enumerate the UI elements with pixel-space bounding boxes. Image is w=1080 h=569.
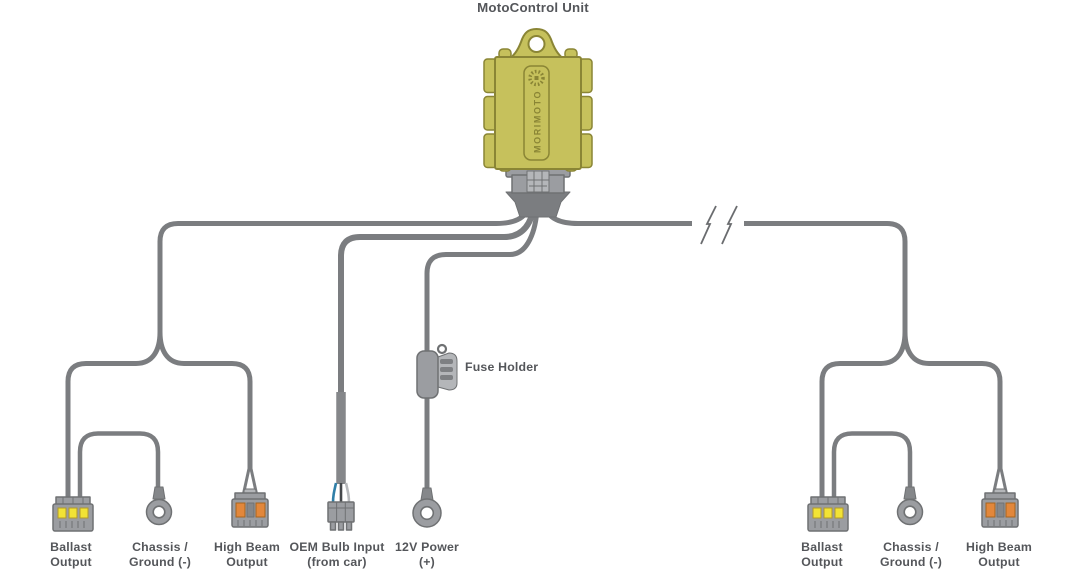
left-ballast-branch-wire: [65, 331, 163, 502]
logo-plate: [523, 65, 550, 161]
high-beam-output-left-label: High Beam: [214, 540, 280, 554]
left-highbeam-connector: [231, 488, 269, 528]
orange-pin: [1005, 502, 1016, 518]
orange-pin: [255, 502, 266, 518]
ballast-output-left-label: Output: [50, 555, 92, 569]
oem-bulb-input-label: OEM Bulb Input: [289, 540, 384, 554]
right-harness-wire-a: [540, 202, 692, 226]
left-ground-ring-terminal: [145, 486, 173, 526]
chassis-ground-left-label: Chassis /: [132, 540, 188, 554]
high-beam-output-left-label: Output: [226, 555, 268, 569]
chassis-ground-left-label: Ground (-): [129, 555, 191, 569]
fuse-clip-loop: [436, 343, 448, 355]
power-12v-label: 12V Power: [395, 540, 459, 554]
high-beam-output-right-label: Output: [978, 555, 1020, 569]
high-beam-output-right-label: High Beam: [966, 540, 1032, 554]
yellow-pin: [68, 507, 78, 519]
right-highbeam-branch-wire: [902, 331, 1003, 468]
mounting-hole: [527, 35, 546, 53]
right-ballast-branch-wire: [819, 331, 908, 502]
left-highbeam-branch-wire: [157, 331, 253, 468]
right-ground-ring-terminal: [896, 486, 924, 526]
right-ballast-connector: [807, 496, 849, 532]
ballast-output-left-label: Ballast: [50, 540, 92, 554]
orange-pin: [235, 502, 246, 518]
left-harness-wire: [157, 202, 534, 338]
motocontrol-unit: MORIMOTO: [483, 28, 593, 172]
fuse-holder: [416, 343, 458, 399]
chassis-ground-right-label: Ground (-): [880, 555, 942, 569]
power-wire: [424, 207, 540, 490]
unit-connector: [505, 168, 571, 218]
harness-wires: [65, 202, 1009, 504]
orange-pin: [985, 502, 996, 518]
strain-relief-boot: [505, 191, 571, 218]
yellow-pin: [57, 507, 67, 519]
oem-input-connector: [327, 501, 355, 531]
terminal-labels-right: Ballast Output Chassis / Ground (-) High…: [801, 540, 1032, 569]
chassis-ground-right-label: Chassis /: [883, 540, 939, 554]
power-ring-terminal: [412, 487, 442, 528]
ballast-output-right-label: Ballast: [801, 540, 843, 554]
oem-pigtail-blue-wire: [331, 482, 338, 504]
yellow-pin: [79, 507, 89, 519]
connector-latch: [526, 170, 550, 193]
yellow-pin: [834, 507, 844, 519]
right-ground-wire: [831, 431, 913, 502]
wire-break-marks: [700, 205, 738, 245]
yellow-pin: [823, 507, 833, 519]
brand-text: MORIMOTO: [533, 90, 543, 153]
oem-pigtail-light-wire: [344, 482, 351, 504]
oem-bulb-input-label: (from car): [307, 555, 366, 569]
sunburst-logo-icon: [528, 69, 545, 87]
yellow-pin: [812, 507, 822, 519]
terminal-labels-left: Ballast Output Chassis / Ground (-) High…: [50, 540, 459, 569]
ballast-output-right-label: Output: [801, 555, 843, 569]
power-12v-label: (+): [419, 555, 435, 569]
fuse-body: [416, 350, 439, 399]
diagram-title: MotoControl Unit: [477, 0, 589, 15]
left-ground-wire: [77, 431, 161, 502]
oem-input-wire: [338, 205, 537, 484]
right-highbeam-connector: [981, 488, 1019, 528]
left-ballast-connector: [52, 496, 94, 532]
fuse-holder-label: Fuse Holder: [465, 360, 538, 374]
right-harness-wire-b: [744, 221, 908, 338]
